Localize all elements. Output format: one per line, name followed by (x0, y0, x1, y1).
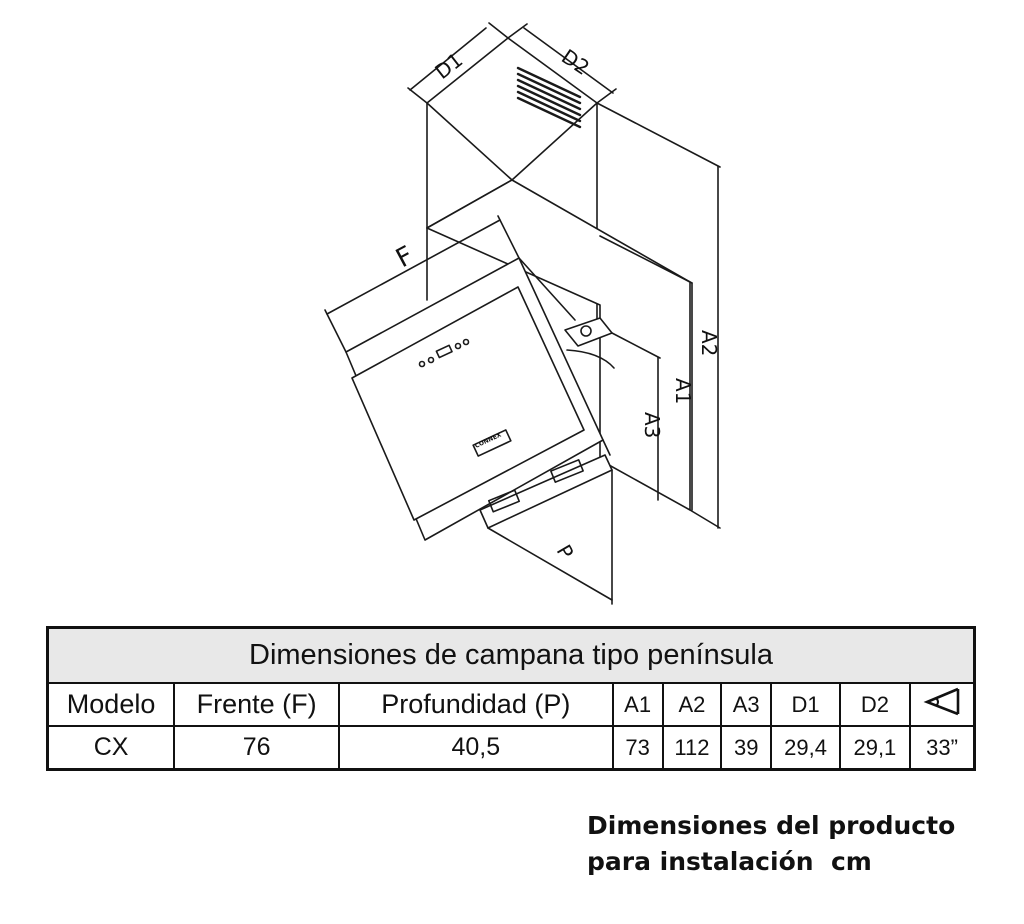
header-a1: A1 (611, 682, 664, 728)
label-f: F (391, 241, 418, 275)
cell-d2: 29,1 (838, 725, 912, 771)
header-a3: A3 (720, 682, 773, 728)
label-p: P (552, 541, 579, 563)
cell-a1: 73 (611, 725, 664, 771)
table-title: Dimensiones de campana tipo península (46, 626, 976, 685)
header-angle (909, 682, 976, 728)
footnote-line-1: Dimensiones del producto (587, 811, 956, 840)
header-d1: D1 (770, 682, 841, 728)
hood-dimension-diagram: D1 D2 F A2 A1 A3 P CONNEX (324, 22, 721, 605)
dim-a2 (596, 102, 721, 529)
header-d2: D2 (838, 682, 912, 728)
chimney-vent (516, 66, 582, 129)
cell-d1: 29,4 (770, 725, 841, 771)
dim-d2 (507, 23, 617, 104)
header-a2: A2 (661, 682, 723, 728)
dim-p (487, 469, 613, 605)
cell-frente: 76 (173, 725, 341, 771)
dim-f (324, 215, 520, 353)
cell-modelo: CX (46, 725, 176, 771)
angle-marker (564, 317, 615, 369)
cell-a2: 112 (661, 725, 723, 771)
footnote-line-2: para instalación cm (587, 847, 872, 876)
header-modelo: Modelo (46, 682, 176, 728)
cell-angle: 33” (909, 725, 976, 771)
label-a3: A3 (640, 412, 664, 438)
header-profundidad: Profundidad (P) (338, 682, 614, 728)
table-header-row: Modelo Frente (F) Profundidad (P) A1 A2 … (46, 682, 976, 728)
footnote: Dimensiones del producto para instalació… (587, 808, 1007, 880)
dim-a1 (599, 235, 693, 511)
cell-profundidad: 40,5 (338, 725, 614, 771)
table-row: CX 76 40,5 73 112 39 29,4 29,1 33” (46, 725, 976, 771)
header-frente: Frente (F) (173, 682, 341, 728)
dim-a3 (611, 332, 661, 501)
label-a2: A2 (697, 330, 721, 356)
cell-a3: 39 (720, 725, 773, 771)
label-a1: A1 (671, 378, 695, 404)
hood-body (345, 257, 613, 541)
dim-d1 (407, 22, 509, 104)
dimensions-table: Dimensiones de campana tipo península Mo… (46, 626, 976, 771)
angle-icon (923, 687, 960, 716)
